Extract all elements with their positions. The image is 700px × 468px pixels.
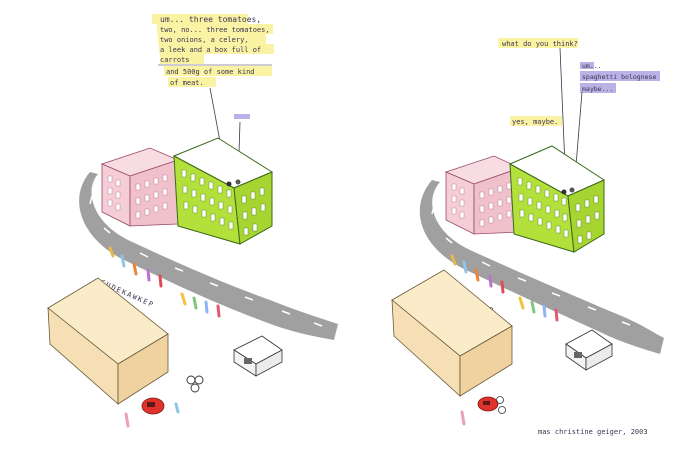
left-speech-bubble: um... three tomatoes, two, no... three t… [152,14,274,185]
highlight [580,83,616,93]
people-figures [186,375,204,393]
road-markings [431,205,631,326]
speech-line: um... three tomatoes, [160,15,261,24]
parked-cars [450,254,559,322]
highlight [168,77,216,87]
highlight [158,34,266,44]
highlight [510,116,562,126]
highlight [164,66,272,76]
green-building-windows [517,177,600,244]
speech-line: and 500g of some kind [166,68,255,76]
highlight [157,24,273,34]
speech-line: carrots [160,56,190,64]
red-car [124,397,180,428]
warehouse [47,277,169,405]
pink-building [444,155,522,235]
highlight [498,38,578,48]
right-speech: what do you think? um... spaghetti bolog… [498,38,660,191]
left-panel: um... three tomatoes, two, no... three t… [47,14,338,428]
road [79,172,338,340]
small-white-building [565,329,613,371]
red-car [460,396,506,426]
right-panel: what do you think? um... spaghetti bolog… [391,38,664,436]
artist-signature: mas christine geiger, 2003 [538,428,648,436]
green-building [172,137,274,245]
green-building-windows [181,169,266,236]
answer-line: maybe... [582,85,613,93]
highlight [159,44,274,54]
small-white-building [233,335,283,377]
warehouse [391,269,513,397]
reply-text: yes, maybe. [512,118,558,126]
green-building [508,145,606,253]
road-markings [89,195,323,327]
speech-line: a leek and a box full of [160,46,261,54]
road [419,180,664,354]
speech-line: two, no... three tomatoes, [160,26,270,34]
rooftop-people [561,187,575,195]
pink-building [100,147,180,227]
highlight [152,14,248,24]
speech-line: of meat. [170,79,204,87]
rooftop-people [226,179,241,187]
answer-line: spaghetti bolognese [582,73,656,81]
answer-line: um... [582,62,602,70]
highlight [160,54,204,64]
parked-cars [108,246,221,318]
question-text: what do you think? [502,40,578,48]
highlight [580,62,594,69]
small-highlight [234,114,250,119]
speech-line: two onions, a celery, [160,36,249,44]
highlight [580,71,660,81]
